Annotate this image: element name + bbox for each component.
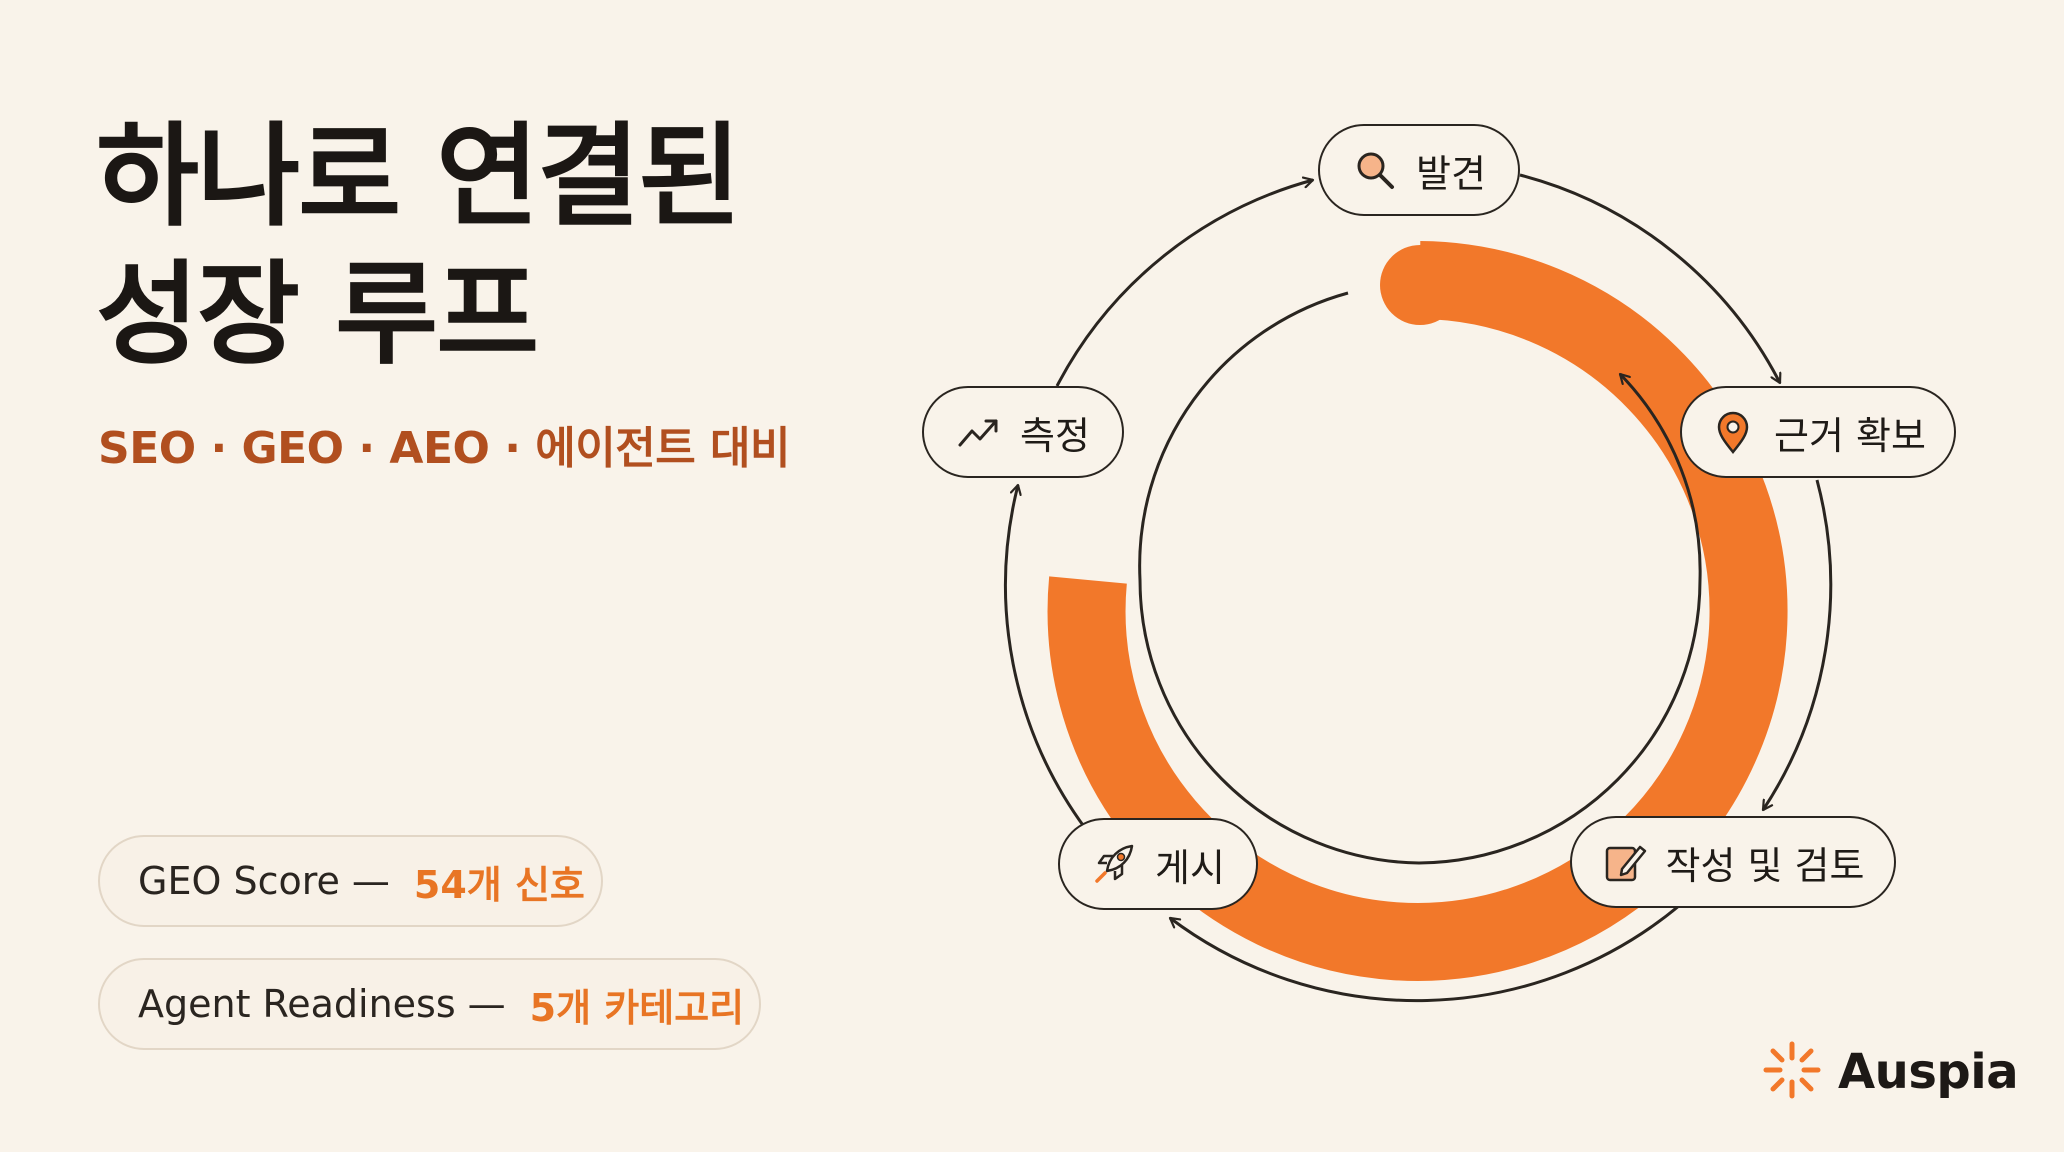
step-measure-label: 측정 (1020, 413, 1090, 458)
magnifier-icon (1352, 147, 1398, 193)
step-discover-label: 발견 (1416, 151, 1486, 196)
orange-ring-cap (1380, 245, 1460, 325)
agent-readiness-label: Agent Readiness (138, 982, 456, 1026)
inner-loop-arc (1138, 291, 1702, 865)
agent-readiness-badge: Agent Readiness — 5개 카테고리 (98, 958, 761, 1050)
geo-score-value: 54개 신호 (413, 862, 585, 907)
trend-up-icon (956, 409, 1002, 455)
arrow-discover-to-evidence (1519, 173, 1780, 383)
sunburst-logo-icon (1760, 1038, 1824, 1106)
page-title: 하나로 연결된 성장 루프 (96, 108, 741, 384)
step-evidence-label: 근거 확보 (1774, 413, 1926, 458)
step-publish: 게시 (1058, 818, 1258, 910)
rocket-icon (1091, 841, 1137, 887)
agent-readiness-separator: — (467, 982, 506, 1026)
arrow-publish-to-measure (1004, 485, 1087, 829)
step-write-review-label: 작성 및 검토 (1665, 843, 1865, 888)
subtitle: SEO · GEO · AEO · 에이전트 대비 (98, 423, 791, 474)
step-evidence: 근거 확보 (1680, 386, 1956, 478)
arrow-evidence-to-write (1761, 479, 1833, 810)
step-discover: 발견 (1318, 124, 1520, 216)
title-line-1: 하나로 연결된 (96, 112, 741, 242)
geo-score-label: GEO Score (138, 859, 340, 903)
step-publish-label: 게시 (1155, 845, 1225, 890)
geo-score-separator: — (351, 859, 390, 903)
brand-name: Auspia (1838, 1044, 2019, 1100)
geo-score-badge: GEO Score — 54개 신호 (98, 835, 603, 927)
arrow-measure-to-discover (1055, 180, 1313, 387)
step-write-review: 작성 및 검토 (1570, 816, 1896, 908)
edit-document-icon (1602, 839, 1648, 885)
brand-logo: Auspia (1760, 1038, 2019, 1106)
step-measure: 측정 (922, 386, 1124, 478)
agent-readiness-value: 5개 카테고리 (529, 985, 745, 1030)
title-line-2: 성장 루프 (96, 250, 539, 380)
map-pin-icon (1710, 409, 1756, 455)
arrow-write-to-publish (1170, 903, 1681, 1003)
